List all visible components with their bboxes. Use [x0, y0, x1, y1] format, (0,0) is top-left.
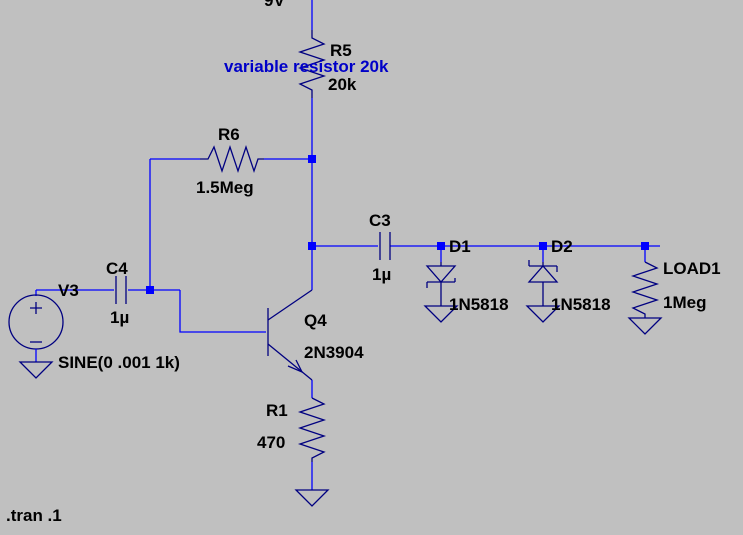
v3-plus-sign — [30, 302, 42, 314]
c3-value-label: 1µ — [372, 265, 391, 284]
spice-directive[interactable]: .tran .1 — [6, 506, 62, 525]
resistor-r6-icon — [200, 144, 264, 174]
r6-name-label: R6 — [218, 125, 240, 144]
diode-d2[interactable] — [525, 260, 561, 323]
d1-model-label: 1N5818 — [449, 295, 509, 314]
d2-model-label: 1N5818 — [551, 295, 611, 314]
d1-ground-icon — [423, 305, 459, 323]
junction-r6-collector — [308, 155, 316, 163]
q4-emitter-lead — [267, 343, 313, 381]
q4-collector-lead — [267, 289, 313, 321]
junction-collector-c3 — [308, 242, 316, 250]
resistor-r5-icon — [297, 30, 327, 98]
resistor-r5[interactable] — [297, 30, 327, 98]
load1-name-label: LOAD1 — [663, 259, 721, 278]
v3-value-label: SINE(0 .001 1k) — [58, 353, 180, 372]
r5-comment: variable resistor 20k — [224, 57, 389, 76]
c3-name-label: C3 — [369, 211, 391, 230]
r1-ground-icon — [294, 489, 330, 507]
capacitor-c3[interactable] — [379, 232, 391, 260]
junctions — [146, 155, 649, 294]
capacitor-c3-icon — [379, 232, 391, 260]
diode-d1[interactable] — [423, 262, 459, 323]
resistor-r1[interactable] — [297, 397, 327, 462]
q4-name-label: Q4 — [304, 311, 327, 330]
r1-name-label: R1 — [266, 401, 288, 420]
load1-ground-icon — [627, 317, 663, 335]
capacitor-c4[interactable] — [115, 276, 127, 304]
c4-value-label: 1µ — [110, 308, 129, 327]
c4-name-label: C4 — [106, 259, 128, 278]
resistor-r1-icon — [297, 397, 327, 462]
load1-value-label: 1Meg — [663, 293, 706, 312]
v3-name-label: V3 — [58, 281, 79, 300]
q4-emitter-arrow-icon — [287, 359, 304, 374]
r1-value-label: 470 — [257, 433, 285, 452]
junction-d2 — [539, 242, 547, 250]
r5-name-label: R5 — [330, 41, 352, 60]
v3-ground-icon — [18, 361, 54, 379]
r5-value-label: 20k — [328, 75, 357, 94]
resistor-load1[interactable] — [627, 261, 663, 335]
capacitor-c4-icon — [115, 276, 127, 304]
d2-ground-icon — [525, 305, 561, 323]
d2-schottky-icon — [527, 260, 559, 306]
voltage-source-v3[interactable] — [8, 290, 64, 379]
junction-base-c4 — [146, 286, 154, 294]
d2-name-label: D2 — [551, 237, 573, 256]
junction-d1 — [437, 242, 445, 250]
supply-label: 9V — [264, 0, 285, 10]
wire-base-route — [179, 290, 266, 333]
wires — [36, 0, 660, 490]
d1-schottky-icon — [425, 262, 457, 306]
transistor-q4[interactable] — [267, 289, 313, 381]
resistor-r6[interactable] — [200, 144, 264, 174]
d1-name-label: D1 — [449, 237, 471, 256]
r6-value-label: 1.5Meg — [196, 178, 254, 197]
q4-model-label: 2N3904 — [304, 343, 364, 362]
junction-load — [641, 242, 649, 250]
resistor-load1-icon — [630, 261, 660, 318]
